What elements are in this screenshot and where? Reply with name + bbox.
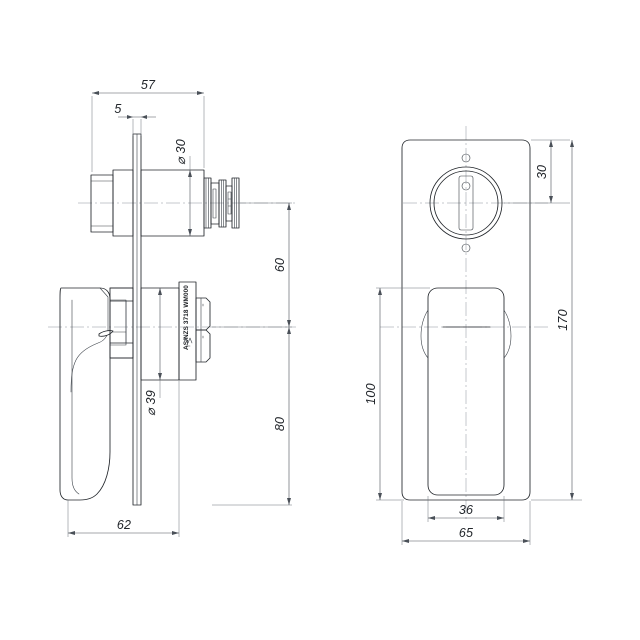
- outlet-port-upper-lines: [200, 297, 204, 331]
- dimension-57-label: 57: [141, 78, 156, 92]
- lever-handle-bevel: [70, 287, 109, 393]
- rear-square-boss: [90, 174, 114, 233]
- front-face-plate: [401, 139, 531, 501]
- fixing-screw-hole-top: [461, 153, 471, 163]
- dimension-diameter-39-label: ⌀ 39: [144, 390, 158, 416]
- watermark-label-plate: [178, 281, 197, 381]
- lever-side-tab-right: [503, 309, 512, 359]
- lever-handle-outline: [59, 287, 111, 501]
- lever-hub-top: [109, 287, 134, 302]
- dimension-57: 57: [91, 78, 205, 172]
- rear-collar: [112, 169, 134, 237]
- fixing-screw-hole-bottom: [461, 243, 471, 253]
- dimension-100: 100: [364, 287, 430, 501]
- dimension-5-label: 5: [114, 102, 121, 116]
- wall-plate-section: [132, 133, 142, 506]
- dimension-diameter-39: ⌀ 39: [144, 288, 162, 416]
- lever-handle-inner-edge: [71, 299, 80, 495]
- dimension-80-label: 80: [273, 417, 287, 431]
- cartridge-flange-1-lines: [205, 177, 209, 229]
- lever-handle-neck-upper: [109, 299, 127, 346]
- right-front-elevation-view: 30 170 100: [364, 126, 582, 545]
- dimension-60-label: 60: [273, 258, 287, 272]
- dimension-36: 36: [427, 496, 505, 522]
- dimension-36-label: 36: [459, 503, 473, 517]
- dimension-diameter-30-label: ⌀ 30: [174, 139, 188, 165]
- dimension-5: 5: [114, 102, 156, 136]
- dimension-65: 65: [401, 501, 531, 545]
- watermark-logo-icon: [183, 337, 193, 347]
- dimension-65-label: 65: [459, 526, 473, 540]
- diverter-knob-inner-ring: [433, 170, 499, 236]
- dimension-30: 30: [504, 139, 570, 204]
- dimension-60: 60: [212, 202, 292, 328]
- cartridge-flange-2-lines: [221, 179, 224, 228]
- diverter-knob-indicator-slot: [458, 175, 474, 231]
- outlet-port-upper: [195, 297, 211, 331]
- cartridge-spline-teeth: [227, 191, 232, 215]
- watermark-standard-text: AS/NZS 3718 WM000: [183, 285, 190, 350]
- lever-thumb-notch: [98, 330, 114, 337]
- outlet-port-lower: [195, 329, 211, 363]
- left-side-elevation-view: AS/NZS 3718 WM000 57: [48, 78, 296, 537]
- upper-cylinder-body: [140, 169, 205, 237]
- lever-side-tab-left: [420, 309, 429, 359]
- outlet-port-lower-lines: [200, 329, 204, 363]
- dimension-62-label: 62: [117, 518, 131, 532]
- dimension-100-label: 100: [364, 383, 378, 404]
- knob-set-screw-hole: [461, 181, 471, 191]
- lever-handle-front-body: [427, 287, 505, 496]
- dimension-170: 170: [531, 140, 582, 501]
- dimension-30-label: 30: [535, 165, 549, 179]
- diverter-knob-outer-ring: [429, 166, 503, 240]
- dimension-80: 80: [212, 327, 292, 506]
- cartridge-inner-detail: [212, 188, 217, 219]
- dimension-62: 62: [67, 381, 180, 537]
- dimension-170-label: 170: [556, 309, 570, 330]
- lever-hub-block: [109, 287, 134, 359]
- dimension-diameter-30: ⌀ 30: [174, 139, 192, 236]
- cartridge-flange-2: [218, 179, 227, 228]
- cartridge-end-cap-lines: [234, 177, 237, 229]
